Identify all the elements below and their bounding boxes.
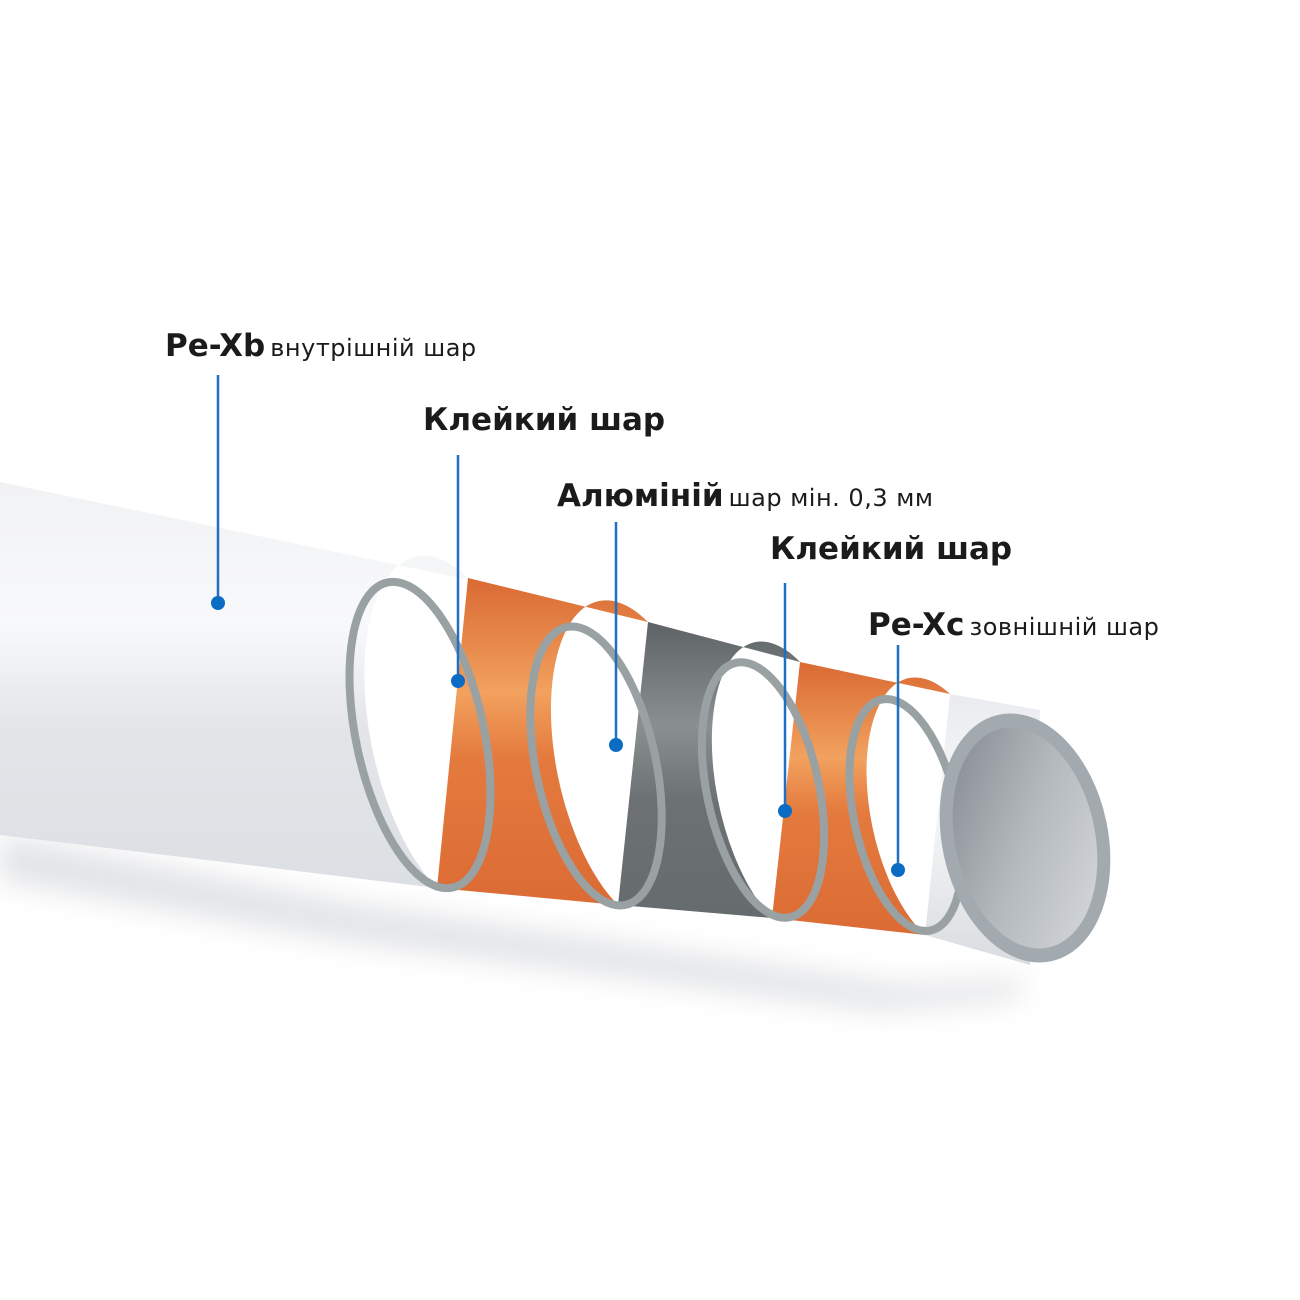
label-adhesive-1: Клейкий шар [423, 402, 665, 438]
label-adhesive-1-name: Клейкий шар [423, 402, 666, 438]
label-pe-xb-name: Pe-Xb [165, 328, 266, 364]
label-adhesive-2: Клейкий шар [770, 531, 1012, 567]
marker-pe-xb [211, 596, 225, 610]
outer-pipe-body [0, 482, 470, 888]
label-adhesive-2-name: Клейкий шар [770, 531, 1013, 567]
marker-aluminium [609, 738, 623, 752]
pipe-shadow [0, 835, 1030, 1010]
aluminium-layer-rim [526, 622, 666, 910]
aluminium-layer [618, 622, 800, 918]
label-aluminium: Алюміній шар мін. 0,3 мм [557, 478, 933, 514]
adhesive-layer-2 [772, 662, 950, 935]
label-pe-xb: Pe-Xb внутрішній шар [165, 328, 477, 364]
label-aluminium-note: шар мін. 0,3 мм [728, 484, 934, 512]
leader-adhesive-1 [451, 455, 465, 688]
label-aluminium-name: Алюміній [557, 478, 724, 514]
adhesive-layer-1-rim [345, 577, 495, 893]
label-pe-xb-note: внутрішній шар [270, 334, 477, 362]
adhesive-layer-2-rim [697, 658, 829, 922]
pipe-bore [952, 727, 1098, 949]
marker-pe-xc [891, 863, 905, 877]
leader-adhesive-2 [778, 583, 792, 818]
leader-aluminium [609, 522, 623, 752]
label-pe-xc: Pe-Xc зовнішній шар [868, 607, 1159, 643]
leader-pe-xc [891, 645, 905, 877]
label-pe-xc-name: Pe-Xc [868, 607, 965, 643]
marker-adhesive-1 [451, 674, 465, 688]
marker-adhesive-2 [778, 804, 792, 818]
label-pe-xc-note: зовнішній шар [969, 613, 1160, 641]
leader-pe-xb [211, 375, 225, 610]
